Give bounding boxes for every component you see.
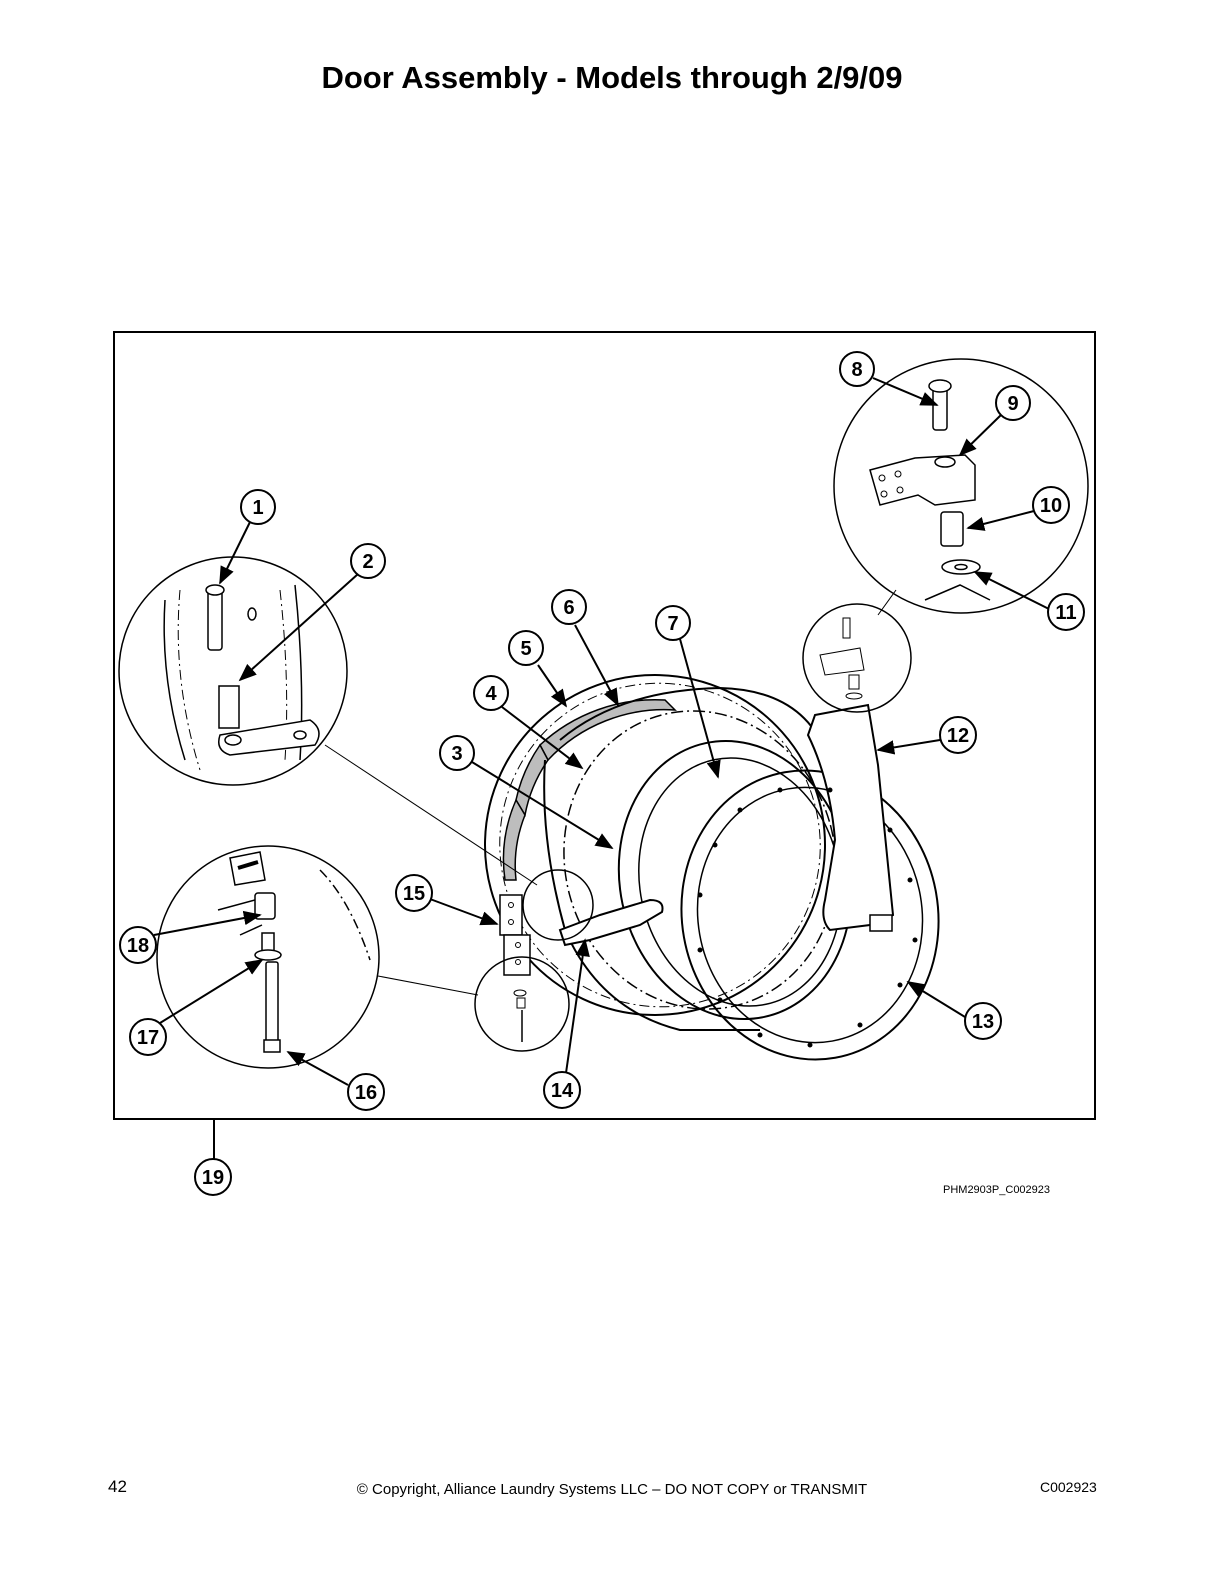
detail-hinge-pin [118, 556, 538, 886]
callout-1: 1 [240, 489, 276, 525]
page-title: Door Assembly - Models through 2/9/09 [321, 60, 903, 95]
svg-text:11: 11 [1055, 602, 1076, 624]
svg-text:12: 12 [947, 725, 969, 747]
callout-18: 18 [119, 926, 157, 964]
svg-text:4: 4 [485, 683, 497, 705]
svg-text:3: 3 [451, 743, 462, 765]
svg-text:5: 5 [520, 638, 531, 660]
svg-text:15: 15 [403, 883, 425, 905]
callout-5: 5 [508, 630, 544, 666]
svg-text:6: 6 [563, 597, 574, 619]
svg-text:7: 7 [667, 613, 678, 635]
callout-17: 17 [129, 1018, 167, 1056]
svg-text:1: 1 [252, 497, 263, 519]
callout-19: 19 [194, 1158, 232, 1196]
callout-4: 4 [473, 675, 509, 711]
callout-7: 7 [655, 605, 691, 641]
svg-text:18: 18 [127, 935, 149, 957]
leader-arrows [153, 377, 1050, 1086]
callout-10: 10 [1032, 486, 1070, 524]
svg-text:16: 16 [355, 1082, 377, 1104]
detail-upper-bracket [802, 358, 1089, 713]
callout-6: 6 [551, 589, 587, 625]
callout-13: 13 [964, 1002, 1002, 1040]
document-code: C002923 [1040, 1479, 1097, 1495]
callout-9: 9 [995, 385, 1031, 421]
svg-text:17: 17 [137, 1027, 159, 1049]
svg-text:13: 13 [972, 1011, 994, 1033]
callout-8: 8 [839, 351, 875, 387]
callout-15: 15 [395, 874, 433, 912]
diagram-frame [113, 331, 1096, 1120]
svg-text:19: 19 [202, 1167, 224, 1189]
svg-text:9: 9 [1007, 393, 1018, 415]
callout-3: 3 [439, 735, 475, 771]
svg-text:10: 10 [1040, 495, 1062, 517]
callout-11: 11 [1047, 593, 1085, 631]
svg-text:8: 8 [851, 359, 862, 381]
callout-16: 16 [347, 1073, 385, 1111]
copyright-notice: © Copyright, Alliance Laundry Systems LL… [356, 1481, 868, 1498]
page-number: 42 [108, 1477, 127, 1496]
door-drawing [484, 674, 940, 1061]
callout-2: 2 [350, 543, 386, 579]
callout-14: 14 [543, 1071, 581, 1109]
callout-12: 12 [939, 716, 977, 754]
svg-text:14: 14 [551, 1080, 574, 1102]
svg-text:2: 2 [362, 551, 373, 573]
detail-lower-pin [156, 845, 570, 1069]
figure-code: PHM2903P_C002923 [943, 1184, 1051, 1196]
